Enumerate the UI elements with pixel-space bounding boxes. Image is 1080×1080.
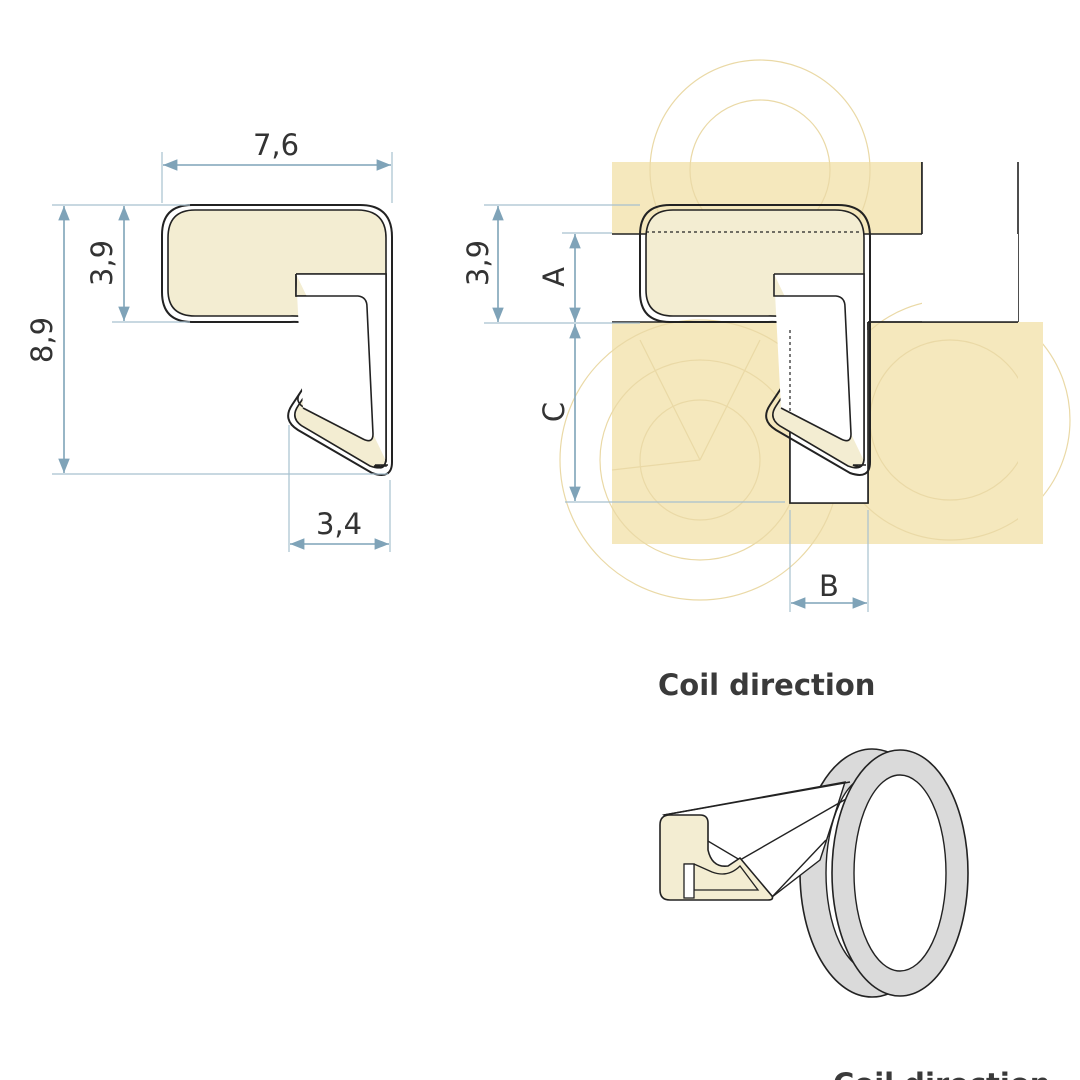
c-label: C (537, 402, 571, 422)
b-label: B (819, 569, 839, 603)
coil-direction-title-cropped: Coil direction (833, 1067, 1050, 1080)
a-label: A (537, 267, 571, 287)
left-dimensions: 7,6 8,9 3,9 3,4 (25, 128, 393, 552)
height-label: 8,9 (25, 317, 59, 363)
coil-illustration (659, 748, 969, 998)
right-profile (639, 204, 871, 476)
lip-width-label: 3,4 (316, 507, 362, 541)
width-label: 7,6 (253, 128, 299, 162)
left-profile (161, 204, 393, 476)
top-height-label: 3,9 (85, 240, 119, 286)
lower-wood-block (612, 162, 1043, 544)
left-profile-slot (295, 273, 388, 468)
right-dimensions: 3,9 A C B (461, 204, 869, 612)
coil-direction-title: Coil direction (658, 668, 875, 702)
right-top-height-label: 3,9 (461, 240, 495, 286)
right-profile-slot (773, 273, 866, 468)
